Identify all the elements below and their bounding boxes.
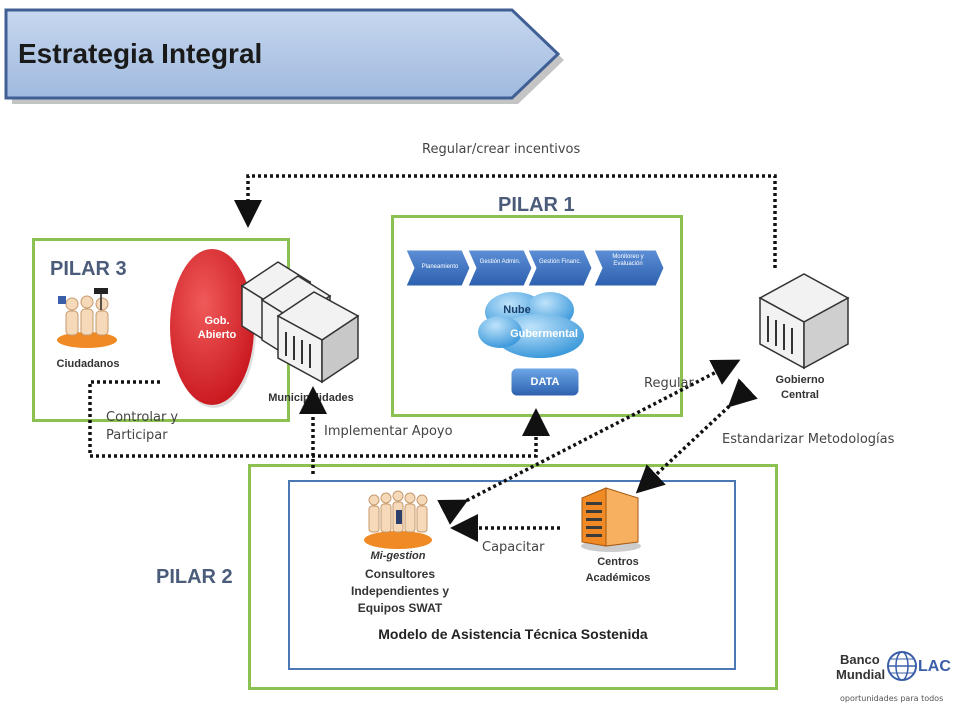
banco-mundial-logo: Banco Mundial LAC oportunidades para tod…: [830, 642, 954, 716]
cloud-label-1: Nube: [503, 304, 531, 316]
logo-banco: Banco: [840, 652, 880, 667]
chevron-gestion-admin: Gestión Admin.: [479, 259, 521, 265]
globe-icon: [887, 651, 917, 681]
chevron-gestion-financ: Gestión Financ.: [538, 259, 582, 265]
title-banner: [4, 8, 564, 104]
pilar1-label: PILAR 1: [498, 194, 575, 216]
arrow-label-regular-crear: Regular/crear incentivos: [422, 142, 581, 157]
municipalidades-icon: [240, 261, 360, 384]
migestion-line2: Independientes y: [350, 584, 450, 598]
centros-label-2: Académicos: [585, 572, 651, 584]
centros-label-1: Centros: [597, 556, 639, 568]
arrow-label-estandarizar: Estandarizar Metodologías: [722, 432, 895, 447]
migestion-line1: Consultores: [364, 567, 435, 581]
migestion-title: Mi-gestion: [370, 550, 426, 562]
chevron-monitoreo: Monitoreo y Evaluación: [612, 254, 644, 267]
ciudadanos-label: Ciudadanos: [56, 358, 120, 370]
gobierno-central-label-1: Gobierno: [775, 374, 825, 386]
logo-tagline: oportunidades para todos: [840, 694, 944, 703]
logo-mundial: Mundial: [836, 667, 886, 682]
cloud-label-2: Gubermental: [510, 328, 578, 340]
pilar3-label: PILAR 3: [50, 258, 127, 280]
arrow-label-regular: Regular: [644, 376, 694, 391]
chevron-planeamiento: Planeamiento: [421, 264, 459, 270]
ciudadanos-icon: [57, 288, 117, 348]
migestion-icon: [364, 490, 432, 549]
migestion-line3: Equipos SWAT: [357, 601, 443, 615]
gob-abierto-oval: [170, 249, 256, 408]
cloud-icon: [478, 292, 584, 358]
gobierno-central-label-2: Central: [781, 389, 819, 401]
arrow-label-capacitar: Capacitar: [482, 540, 545, 555]
arrow-label-controlar-2: Participar: [106, 428, 168, 443]
gob-abierto-label: Gob. Abierto: [197, 315, 237, 341]
gobierno-central-icon: [758, 273, 850, 370]
arrow-label-implementar: Implementar Apoyo: [324, 424, 453, 439]
modelo-label: Modelo de Asistencia Técnica Sostenida: [378, 626, 648, 642]
page-title: Estrategia Integral: [18, 38, 263, 69]
logo-lac: LAC: [918, 658, 951, 675]
arrow-label-controlar-1: Controlar y: [106, 410, 179, 425]
process-chevrons: [405, 249, 665, 287]
pilar2-label: PILAR 2: [156, 566, 233, 588]
